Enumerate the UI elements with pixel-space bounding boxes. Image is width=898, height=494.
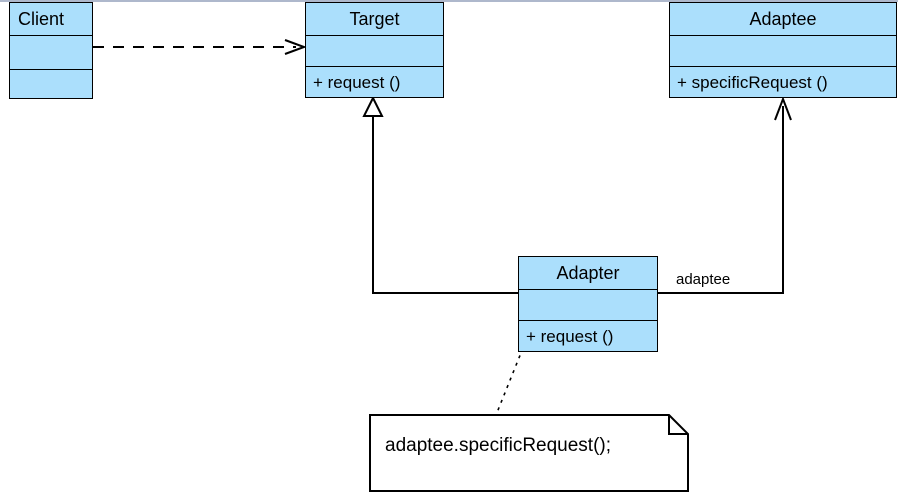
class-operations-target: + request ()	[313, 72, 401, 92]
class-operations-adaptee: + specificRequest ()	[677, 72, 828, 92]
open-arrowhead-to-adaptee	[774, 96, 792, 121]
class-operations-compartment-adapter: + request ()	[519, 320, 657, 351]
class-attributes-compartment-target	[306, 35, 443, 66]
open-arrowhead-to-target	[284, 39, 307, 55]
class-attributes-compartment-adaptee	[670, 35, 896, 66]
edge-client-uses-target	[93, 39, 307, 55]
class-operations-compartment-adaptee: + specificRequest ()	[670, 66, 896, 97]
class-name-compartment-client: Client	[10, 3, 92, 36]
note-folded-corner	[668, 415, 688, 435]
edge-label-adaptee-role: adaptee	[676, 272, 730, 287]
class-name-adapter: Adapter	[556, 263, 620, 283]
generalization-line	[372, 115, 518, 294]
note-shape	[369, 414, 689, 492]
class-attributes-compartment-adapter	[519, 289, 657, 320]
association-line	[658, 106, 784, 294]
edge-label-adaptee-role-text: adaptee	[676, 271, 731, 288]
note-box-adapter-request[interactable]: adaptee.specificRequest();	[369, 414, 689, 492]
note-outline	[369, 414, 689, 492]
class-name-compartment-adapter: Adapter	[519, 257, 657, 289]
class-name-client: Client	[18, 9, 65, 30]
class-name-target: Target	[349, 9, 400, 29]
class-box-target[interactable]: Target + request ()	[305, 2, 444, 98]
class-box-client[interactable]: Client	[9, 2, 93, 99]
note-text-adapter-request: adaptee.specificRequest();	[385, 435, 612, 456]
class-box-adapter[interactable]: Adapter + request ()	[518, 256, 658, 352]
hollow-triangle-arrowhead-to-target	[362, 95, 384, 117]
class-attributes-compartment-client	[10, 35, 92, 69]
class-name-compartment-target: Target	[306, 3, 443, 35]
edge-adapter-has-adaptee	[658, 96, 792, 294]
class-operations-compartment-client	[10, 68, 92, 99]
class-name-adaptee: Adaptee	[749, 9, 817, 29]
class-name-compartment-adaptee: Adaptee	[670, 3, 896, 35]
class-box-adaptee[interactable]: Adaptee + specificRequest ()	[669, 2, 897, 98]
class-operations-compartment-target: + request ()	[306, 66, 443, 97]
class-operations-adapter: + request ()	[526, 326, 614, 346]
edge-adapter-extends-target	[362, 95, 518, 294]
top-rule	[0, 0, 898, 2]
